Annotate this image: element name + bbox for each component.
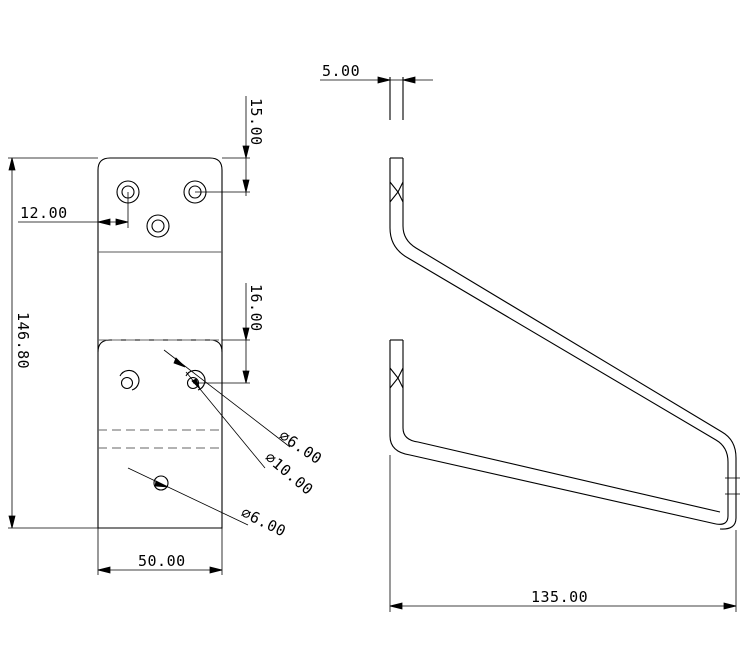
dim-text-top-tab: 15.00	[247, 98, 265, 146]
upper-plate-outline	[97, 157, 223, 253]
counterbore-left-inner	[120, 376, 134, 390]
front-view	[97, 157, 223, 529]
dim-text-thickness: 5.00	[322, 62, 360, 80]
hole-top-center-outer	[146, 214, 170, 238]
upper-notch	[389, 181, 399, 203]
counterbore-right-arc	[185, 369, 206, 391]
dim-text-overall-height: 146.80	[14, 312, 32, 369]
upper-arm-outer	[389, 158, 729, 525]
dim-text-mid-gap: 16.00	[247, 284, 265, 332]
lower-arm-outer	[389, 340, 717, 525]
hole-bottom	[153, 475, 169, 491]
dim-text-projection: 135.00	[531, 588, 588, 606]
hole-top-center-inner	[151, 219, 165, 233]
side-view	[389, 77, 740, 530]
side-dimensions	[320, 76, 737, 612]
lower-plate-outline	[97, 339, 223, 529]
counterbore-left-arc	[119, 369, 140, 391]
dim-text-width: 50.00	[138, 552, 186, 570]
upper-arm-inner	[402, 158, 737, 530]
front-dimensions	[8, 96, 291, 575]
leader-dia-6-top	[163, 349, 291, 448]
lower-notch	[389, 367, 399, 389]
dim-text-hole-offset: 12.00	[20, 204, 68, 222]
lower-arm-inner	[402, 340, 721, 513]
leader-dia-6-bottom	[127, 467, 249, 526]
dim-text-dia-6-bottom: ⌀6.00	[238, 503, 289, 540]
